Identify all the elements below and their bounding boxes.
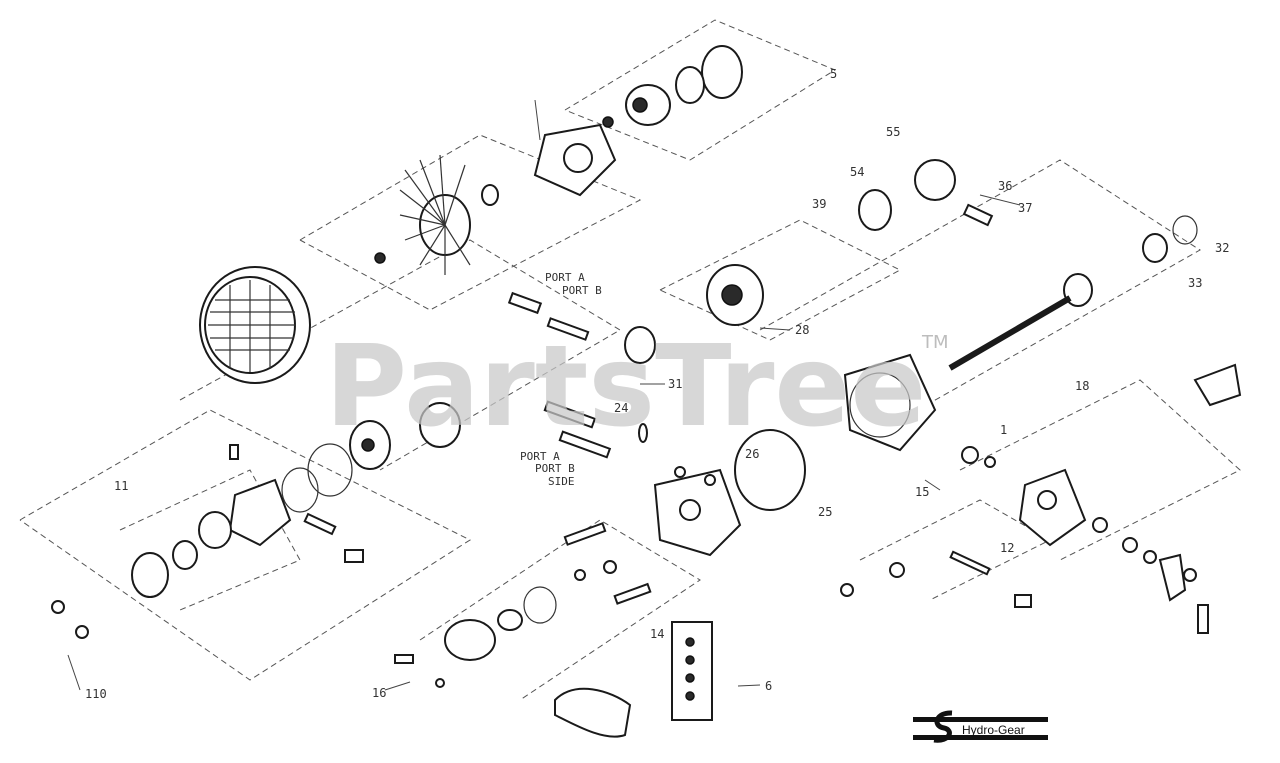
hydro-gear-logo: Hydro-Gear [913,710,1048,743]
watermark: PartsTree TM [325,322,949,452]
callout-26: 26 [745,447,759,461]
callout-15: 15 [915,485,929,499]
callout-54: 54 [850,165,864,179]
trademark-mark: TM [921,332,949,353]
callout-16: 16 [372,686,386,700]
callout-14: 14 [650,627,664,641]
center-block [507,291,742,605]
brand-name: Hydro-Gear [962,723,1025,737]
callout-110: 110 [85,687,107,701]
left-pump-assembly [51,402,461,639]
cooling-fan [374,154,499,275]
brand-mark-icon [933,710,953,743]
callout-37: 37 [1018,201,1032,215]
callout-5: 5 [830,67,837,81]
callout-1: 1 [1000,423,1007,437]
callout-55: 55 [886,125,900,139]
callout-11: 11 [114,479,128,493]
callout-18: 18 [1075,379,1089,393]
callout-33: 33 [1188,276,1202,290]
callout-6: 6 [765,679,772,693]
callout-28: 28 [795,323,809,337]
leader-lines [67,194,1021,691]
callout-12: 12 [1000,541,1014,555]
note-top-port-b: PORT B [562,284,602,297]
watermark-text: PartsTree [325,322,926,452]
port-notes: PORT A PORT B PORT A PORT B SIDE [520,271,602,488]
callout-32: 32 [1215,241,1229,255]
finned-housing [199,266,311,384]
valve-assembly [889,468,1209,634]
gear-housing [706,159,1242,511]
callout-24: 24 [614,401,628,415]
lower-bracket [394,583,854,738]
note-mid-port-b: PORT B [535,462,575,475]
callout-labels: 110 16 15 5 1 55 54 39 37 36 32 33 28 31… [85,67,1229,701]
note-mid-side: SIDE [548,475,575,488]
note-mid-port-a: PORT A [520,450,560,463]
callout-25: 25 [818,505,832,519]
top-cover-assembly [533,45,743,197]
callout-39: 39 [812,197,826,211]
callout-36: 36 [998,179,1012,193]
callout-31: 31 [668,377,682,391]
note-top-port-a: PORT A [545,271,585,284]
